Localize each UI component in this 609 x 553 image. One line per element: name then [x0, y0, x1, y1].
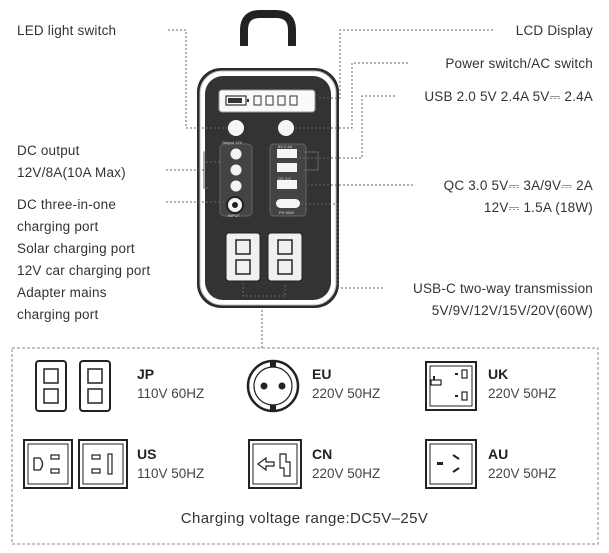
- qc30-label-1: QC 3.0 5V⎓ 3A/9V⎓ 2A: [443, 178, 593, 193]
- socket-spec-jp: 110V 60HZ: [137, 386, 205, 401]
- qc-label: QC 3.0: [278, 176, 291, 181]
- socket-name-jp: JP: [137, 366, 155, 382]
- usb-c-port: [276, 199, 300, 208]
- usb-5v-label: 5V 2.4A: [278, 144, 293, 149]
- power-switch-label: Power switch/AC switch: [445, 56, 593, 71]
- socket-spec-eu: 220V 50HZ: [312, 386, 381, 401]
- socket-spec-au: 220V 50HZ: [488, 466, 557, 481]
- led-button: [228, 120, 244, 136]
- jp-socket-icon: [35, 360, 111, 412]
- output-12v-label: Output 12V: [222, 140, 243, 145]
- input-label: INPUT: [228, 213, 240, 218]
- device-handle: [240, 10, 296, 46]
- usb-port-2: [277, 163, 297, 172]
- dc-three-in-one-label-1: DC three-in-one: [17, 197, 117, 212]
- uk-socket-icon: [425, 361, 477, 411]
- dc-output-label-2: 12V/8A(10A Max): [17, 165, 126, 180]
- dc-three-in-one-label-3: Solar charging port: [17, 241, 135, 256]
- dc-output-port-3: [230, 180, 242, 192]
- socket-name-cn: CN: [312, 446, 333, 462]
- dc-three-in-one-label-5: Adapter mains: [17, 285, 107, 300]
- qc30-label-2: 12V⎓ 1.5A (18W): [483, 200, 593, 215]
- power-button: [278, 120, 294, 136]
- dc-output-label-1: DC output: [17, 143, 80, 158]
- socket-spec-cn: 220V 50HZ: [312, 466, 381, 481]
- cn-socket-icon: [248, 439, 302, 489]
- eu-socket-icon: [246, 359, 300, 413]
- sockets-box: [11, 347, 599, 545]
- led-switch-label: LED light switch: [17, 23, 117, 38]
- socket-name-au: AU: [488, 446, 509, 462]
- qc-port: [277, 180, 297, 189]
- usbc-label-1: USB-C two-way transmission: [413, 281, 593, 296]
- usb20-label: USB 2.0 5V 2.4A 5V⎓ 2.4A: [424, 89, 593, 104]
- socket-name-us: US: [137, 446, 157, 462]
- charging-voltage-footer: Charging voltage range:DC5V–25V: [180, 510, 429, 527]
- socket-spec-uk: 220V 50HZ: [488, 386, 557, 401]
- socket-name-uk: UK: [488, 366, 509, 382]
- socket-name-eu: EU: [312, 366, 332, 382]
- socket-spec-us: 110V 50HZ: [137, 466, 205, 481]
- lcd-display-label: LCD Display: [515, 23, 593, 38]
- pd-label: PD 60W: [279, 210, 294, 215]
- ac-outlet-right: [267, 232, 303, 282]
- dc-output-port-1: [230, 148, 242, 160]
- dc-three-in-one-label-6: charging port: [17, 307, 99, 322]
- ac-outlet-left: [225, 232, 261, 282]
- us-socket-icon: [23, 439, 128, 489]
- au-socket-icon: [425, 439, 477, 489]
- dc-three-in-one-label-2: charging port: [17, 219, 99, 234]
- dc-three-in-one-label-4: 12V car charging port: [17, 263, 151, 278]
- dc-output-port-2: [230, 164, 242, 176]
- usb-port-1: [277, 149, 297, 158]
- usbc-label-2: 5V/9V/12V/15V/20V(60W): [431, 303, 593, 318]
